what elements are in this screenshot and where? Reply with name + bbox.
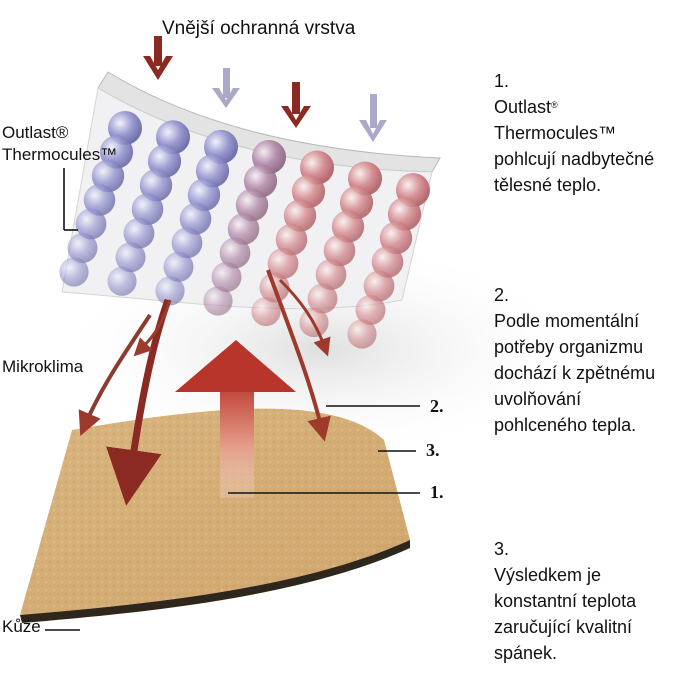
thermocule-sphere [251, 296, 281, 327]
thermocule-sphere [307, 283, 338, 314]
step-2-line: uvolňování [494, 389, 582, 409]
arrow-down-light [359, 94, 387, 142]
skin-layer [20, 408, 410, 623]
step-2-text: 2. Podle momentální potřeby organizmu do… [494, 282, 655, 438]
callout-number-3: 3. [426, 440, 440, 460]
body-heat-arrow [175, 340, 296, 498]
thermocule-sphere [163, 251, 194, 282]
thermocule-sphere [347, 319, 377, 349]
step-1-number: 1. [494, 71, 510, 91]
thermocule-sphere [235, 188, 269, 222]
thermocules-label-line2: Thermocules™ [2, 145, 118, 164]
arrow-down-light [212, 68, 240, 108]
incoming-arrows [143, 36, 387, 142]
arrow-down-dark [143, 36, 173, 80]
step-3-line: spánek. [494, 643, 558, 663]
step-3-text: 3. Výsledkem je konstantní teplota zaruč… [494, 536, 636, 666]
step-1-line: tělesné teplo. [494, 175, 602, 195]
step-2-line: pohlceného tepla. [494, 415, 637, 435]
thermocule-sphere [123, 217, 155, 249]
step-1-line: Thermocules™ [494, 123, 617, 143]
thermocule-sphere [227, 213, 260, 245]
thermocules-spheres [59, 111, 430, 349]
thermocule-sphere [355, 295, 386, 325]
callout-lines [45, 168, 420, 631]
thermocule-sphere [267, 248, 299, 279]
step-3-line: Výsledkem je [494, 565, 602, 585]
arrow-down-dark [281, 82, 311, 128]
thermocule-sphere [203, 286, 233, 316]
thermocule-sphere [131, 193, 164, 226]
step-2-number: 2. [494, 285, 510, 305]
thermocule-sphere [283, 199, 317, 232]
step-3-line: konstantní teplota [494, 591, 637, 611]
step-2-line: potřeby organizmu [494, 337, 644, 357]
outer-layer-label: Vnější ochranná vrstva [162, 18, 356, 39]
thermocule-sphere [323, 234, 356, 267]
callout-number-1: 1. [430, 482, 444, 502]
thermocule-sphere [75, 208, 107, 240]
thermocule-sphere [379, 221, 413, 255]
thermocule-sphere [219, 237, 251, 269]
step-2-line: Podle momentální [494, 311, 640, 331]
thermocule-sphere [155, 276, 185, 306]
thermocule-sphere [211, 262, 242, 292]
thermocule-sphere [363, 270, 395, 302]
step-2-line: dochází k zpětnému [494, 363, 656, 383]
thermocule-sphere [331, 210, 365, 243]
registered-mark: ® [551, 100, 558, 110]
thermocule-sphere [371, 246, 404, 278]
thermocule-sphere [115, 242, 146, 273]
thermocule-sphere [107, 266, 137, 296]
step-1-text: 1. Outlast® Thermocules™ pohlcují nadbyt… [494, 68, 654, 198]
thermocules-label-line1: Outlast® [2, 123, 69, 142]
release-arrows [78, 269, 331, 506]
thermocule-sphere [187, 178, 221, 212]
step-3-number: 3. [494, 539, 510, 559]
skin-label: Kůže [2, 617, 41, 636]
thermocule-sphere [59, 257, 89, 287]
thermocule-sphere [91, 159, 125, 193]
step-1-line: Outlast [494, 97, 552, 117]
step-1-line: pohlcují nadbytečné [494, 149, 655, 169]
step-3-line: zaručující kvalitní [494, 617, 633, 637]
thermocule-sphere [275, 223, 308, 256]
callout-number-2: 2. [430, 396, 444, 416]
thermocule-sphere [179, 203, 212, 235]
thermocule-sphere [83, 184, 116, 216]
thermocule-sphere [139, 169, 173, 202]
thermocule-sphere [67, 233, 98, 263]
thermocule-sphere [171, 227, 203, 259]
microclimate-label: Mikroklima [2, 357, 84, 376]
thermocule-sphere [315, 259, 347, 290]
